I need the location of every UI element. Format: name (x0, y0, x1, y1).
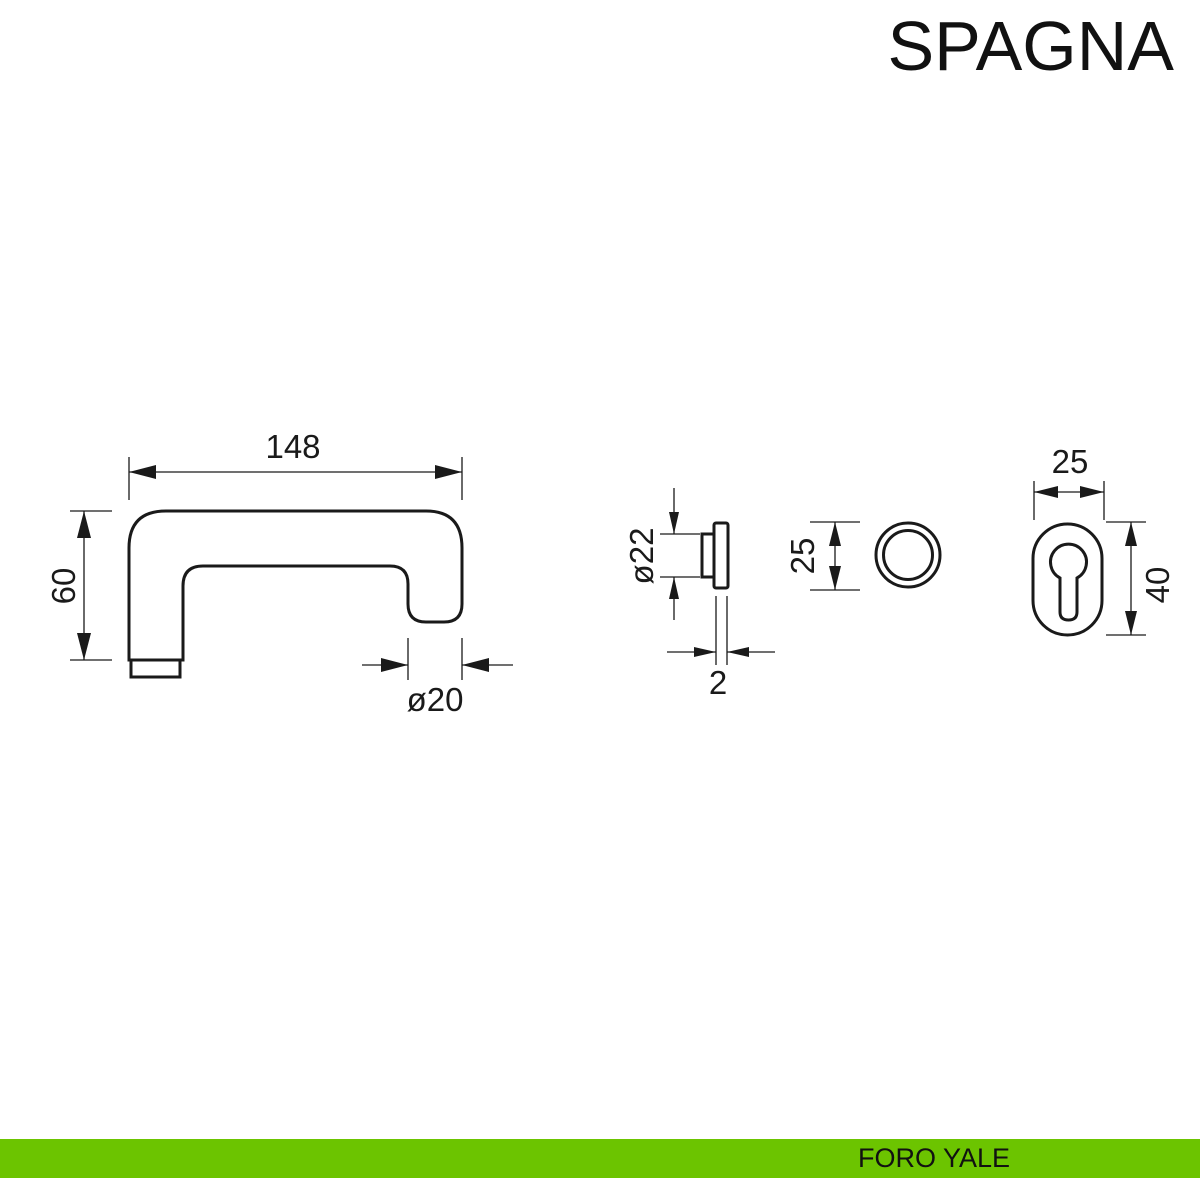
lever-handle-outline (127, 509, 464, 662)
dim-diameter-label: ø20 (407, 681, 464, 718)
footer-label: FORO YALE (858, 1143, 1011, 1173)
rosette-side-view: ø22 2 (623, 488, 775, 701)
dim-rosette-diameter-arrows (669, 488, 679, 620)
escutcheon-view: 25 40 (1031, 443, 1176, 637)
rosette-outer-ring (874, 521, 942, 589)
dim-diameter-arrows (362, 658, 513, 672)
dim-length-arrow (129, 465, 462, 479)
rosette-front-view: 25 (784, 521, 942, 591)
keyhole-cutout (1049, 542, 1088, 622)
dim-rosette-front-label: 25 (784, 538, 821, 575)
dim-escutcheon-height-label: 40 (1139, 567, 1176, 604)
dim-escutcheon-width-arrow (1034, 486, 1104, 498)
footer-bar: FORO YALE (0, 1139, 1200, 1178)
dim-height-arrow (77, 511, 91, 660)
dim-rosette-diameter-label: ø22 (623, 528, 660, 585)
product-title: SPAGNA (887, 7, 1174, 85)
escutcheon-outline (1031, 522, 1104, 637)
dim-thickness-label: 2 (709, 664, 727, 701)
dim-rosette-front-arrow (829, 522, 841, 590)
dim-escutcheon-width-label: 25 (1052, 443, 1089, 480)
rosette-inner-ring (882, 529, 934, 581)
dim-height-label: 60 (45, 568, 82, 605)
lever-handle-view: 148 60 ø20 (45, 428, 513, 718)
rosette-plate (712, 521, 730, 590)
handle-base (129, 658, 182, 679)
dim-length-label: 148 (265, 428, 320, 465)
dim-thickness-arrows (667, 647, 775, 657)
rosette-boss (700, 532, 716, 579)
dim-escutcheon-height-arrow (1125, 522, 1137, 635)
